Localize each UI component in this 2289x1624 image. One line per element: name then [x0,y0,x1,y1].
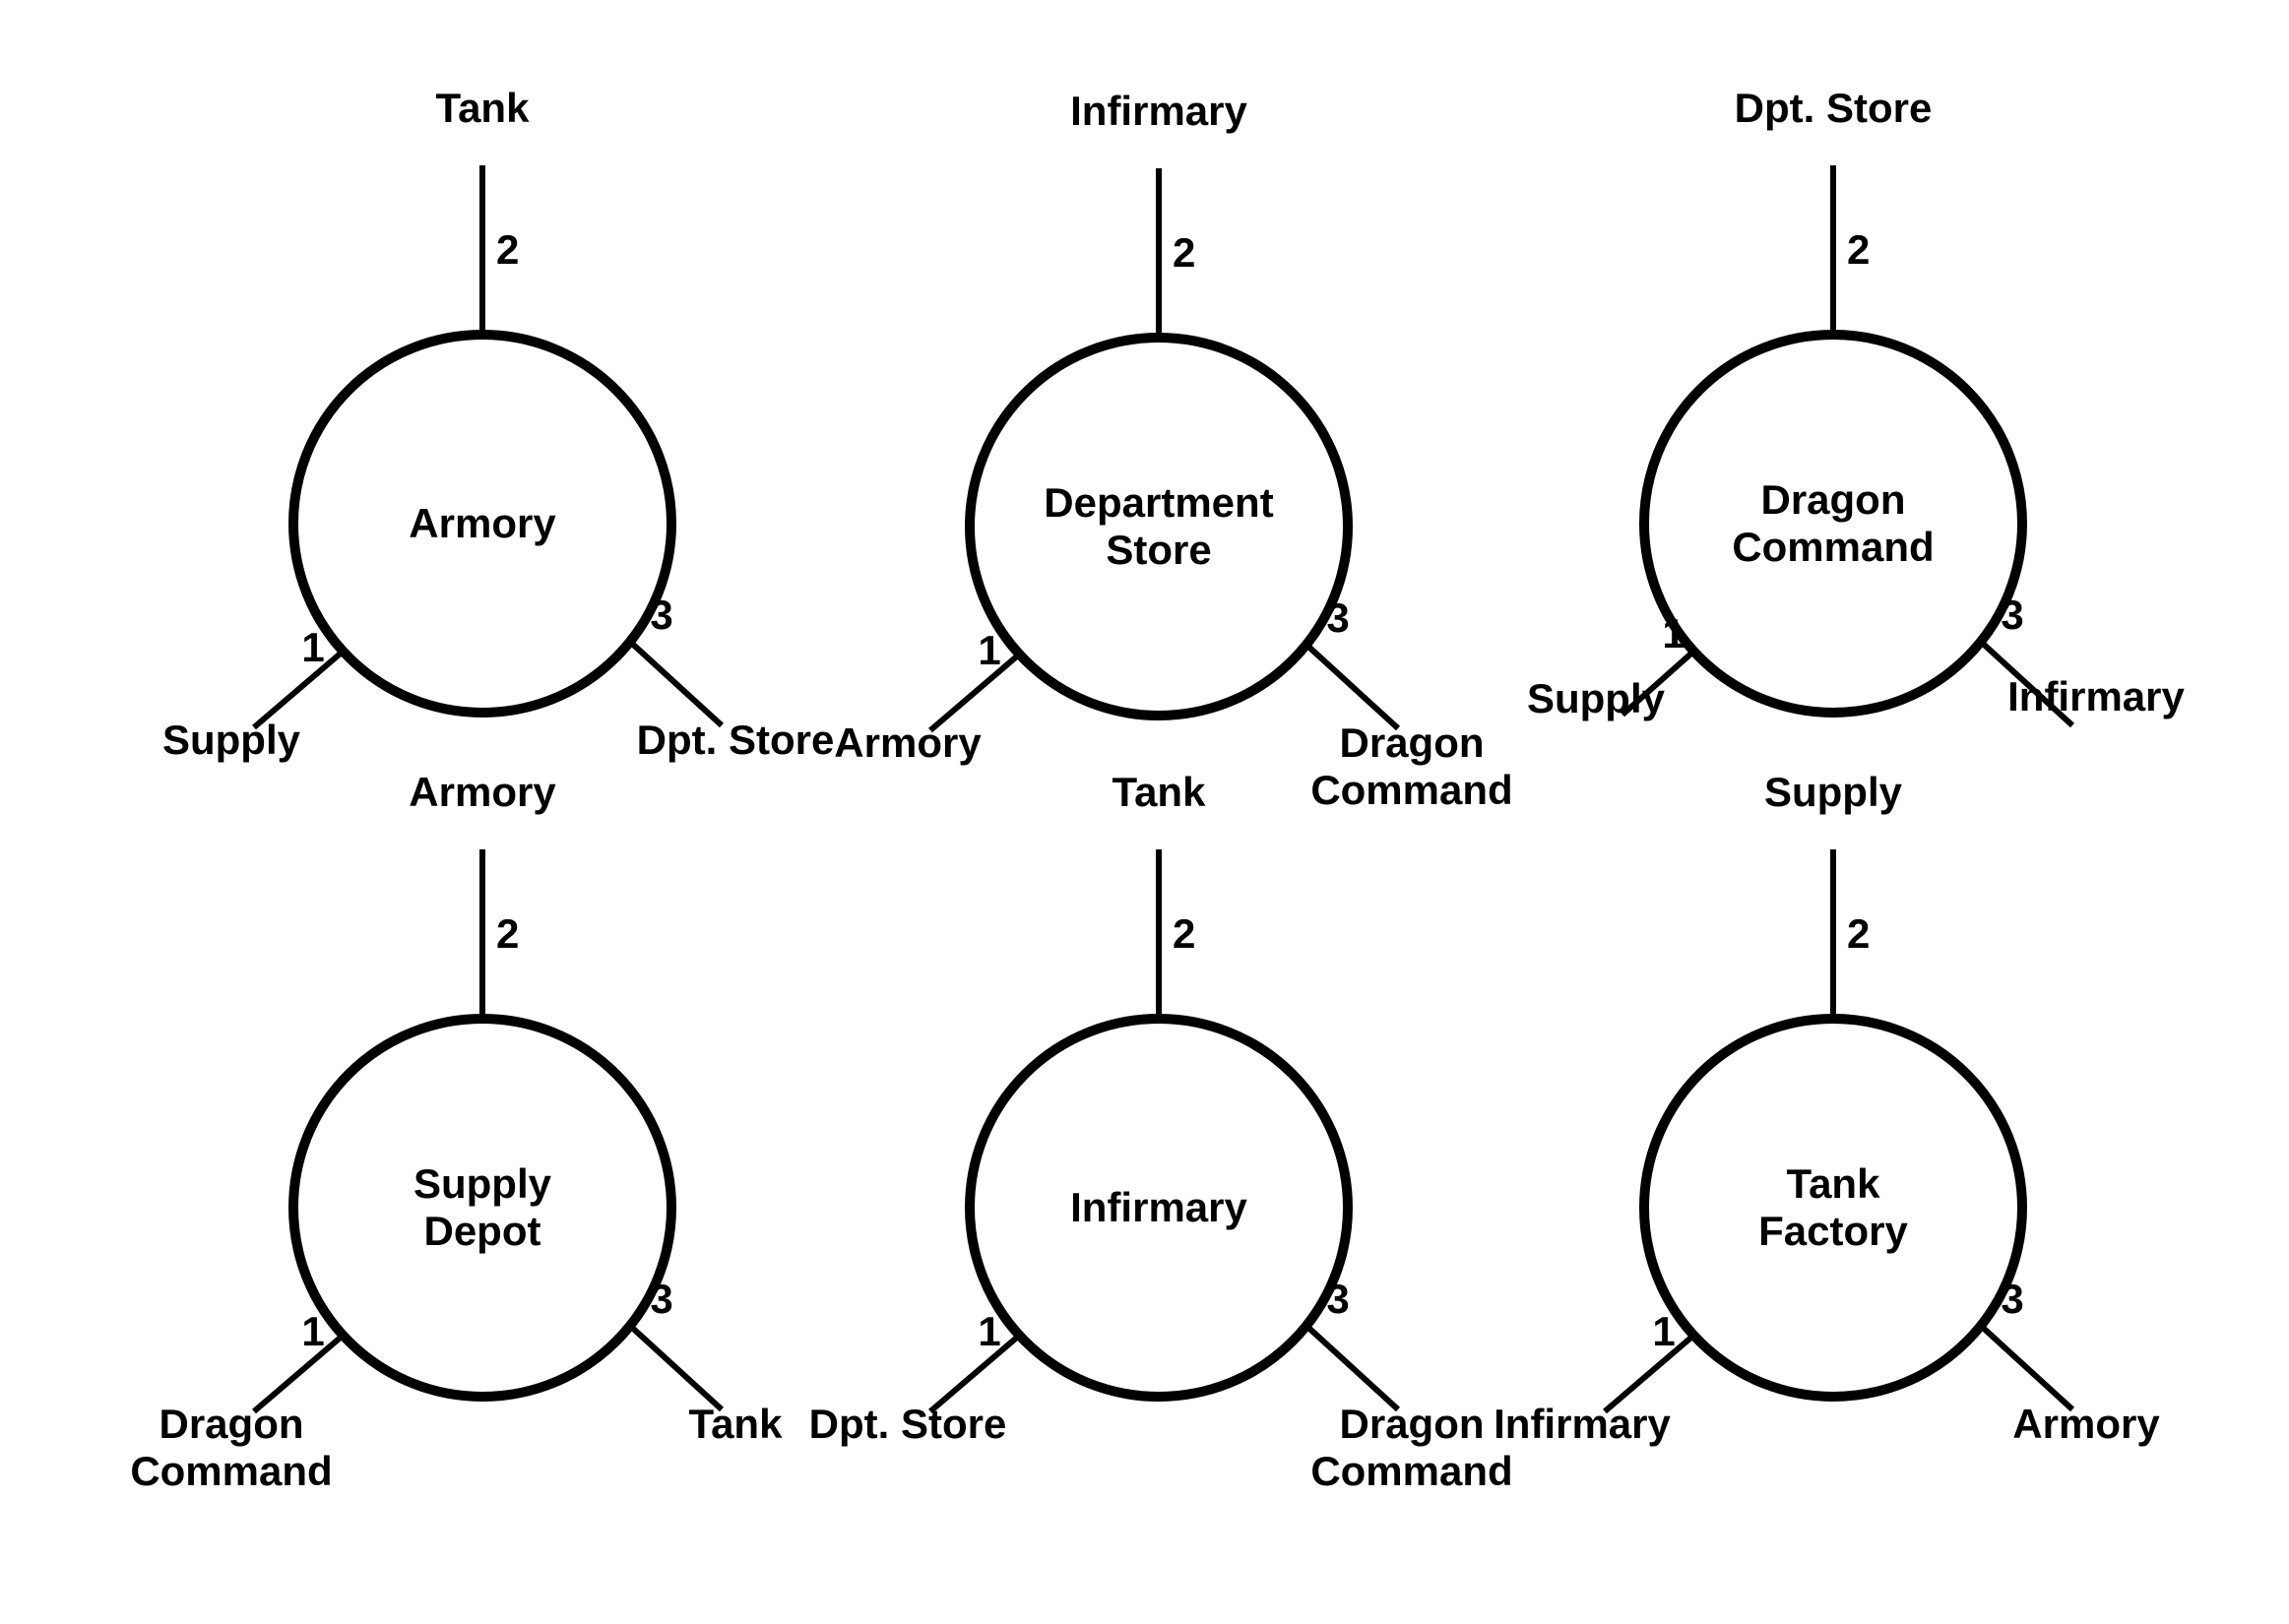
node-name: Department Store [1044,479,1274,573]
node-name: Tank Factory [1758,1160,1908,1254]
node-infirmary-shape [928,849,1401,1414]
port-1-connection-label: Dpt. Store [808,1401,1007,1447]
node-tank-factory-shape [1603,849,2075,1414]
node-name: Infirmary [1070,1184,1247,1231]
port-3-line [627,639,725,728]
port-2-connection-label: Tank [435,85,530,131]
port-3-number: 3 [650,592,673,638]
port-1-connection-label: Supply [161,717,300,763]
port-3-connection-label: Dpt. Store [636,717,835,763]
port-3-line [627,1323,725,1412]
port-2-number: 2 [1173,910,1196,957]
port-3-connection-label: Dragon Command [1310,1401,1513,1494]
port-1-line [928,652,1021,733]
port-2-connection-label: Armory [409,769,556,815]
port-3-connection-label: Armory [2012,1401,2160,1447]
port-1-number: 1 [978,627,1001,673]
port-3-line [1978,639,2075,728]
node-supply-depot-shape [252,849,725,1414]
port-1-connection-label: Supply [1526,675,1665,721]
port-2-connection-label: Tank [1112,769,1206,815]
port-3-line [1303,642,1401,731]
port-3-number: 3 [2001,1276,2024,1322]
port-3-line [1978,1323,2075,1412]
port-1-line [928,1333,1021,1414]
port-2-number: 2 [1847,226,1871,273]
port-1-number: 1 [301,624,325,670]
port-1-number: 1 [1662,610,1685,656]
node-department-store-shape [928,168,1401,733]
port-2-connection-label: Infirmary [1070,88,1247,134]
port-1-connection-label: Dragon Command [130,1401,333,1494]
port-3-connection-label: Dragon Command [1310,719,1513,813]
port-2-connection-label: Dpt. Store [1734,85,1933,131]
port-1-number: 1 [1652,1308,1676,1354]
port-3-number: 3 [1326,594,1350,641]
port-3-number: 3 [2001,592,2024,638]
port-3-number: 3 [650,1276,673,1322]
node-name: Dragon Command [1732,476,1935,570]
port-1-connection-label: Infirmary [1494,1401,1671,1447]
node-dragon-command-shape [1621,165,2075,728]
port-1-number: 1 [978,1308,1001,1354]
port-2-connection-label: Supply [1763,769,1902,815]
port-3-connection-label: Tank [688,1401,783,1447]
port-1-line [1621,649,1695,718]
port-1-connection-label: Armory [834,719,982,766]
port-2-number: 2 [496,226,520,273]
port-1-line [252,649,345,730]
port-3-line [1303,1323,1401,1412]
port-2-number: 2 [1847,910,1871,957]
port-1-line [252,1333,345,1414]
port-3-connection-label: Infirmary [2007,673,2185,719]
port-3-number: 3 [1326,1276,1350,1322]
port-1-line [1603,1333,1695,1414]
node-name: Armory [409,500,556,547]
port-2-number: 2 [1173,229,1196,276]
node-name: Supply Depot [413,1160,551,1254]
port-1-number: 1 [301,1308,325,1354]
port-2-number: 2 [496,910,520,957]
node-armory-shape [252,165,725,730]
